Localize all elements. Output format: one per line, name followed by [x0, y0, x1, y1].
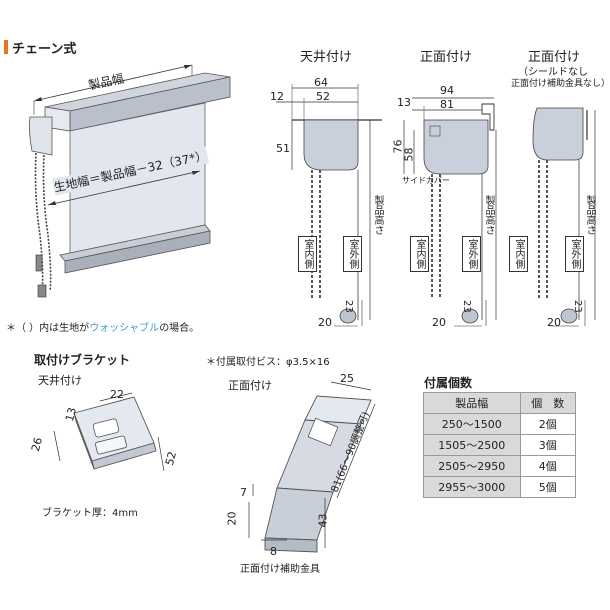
- noshield-sub1: （シールドなし: [518, 67, 588, 78]
- bracket-f-dim-7: 7: [240, 486, 247, 499]
- ceiling-dim-64: 64: [314, 76, 328, 89]
- ceiling-mount-diagram: [276, 84, 382, 327]
- table-cell-width: 2505～2950: [423, 455, 521, 477]
- front-indoor-label: 室内側: [410, 236, 429, 272]
- table-row: 250～1500 2個: [423, 413, 576, 435]
- front-mount-title: 正面付け: [420, 50, 473, 65]
- washable-note-suffix: の場合。: [159, 323, 200, 334]
- noshield-title: 正面付け: [528, 50, 581, 65]
- aux-bracket-label: 正面付け補助金具: [240, 564, 320, 575]
- noshield-indoor-label: 室内側: [509, 236, 528, 272]
- header-count: 個 数: [519, 392, 576, 414]
- noshield-sub2: 正面付け補助金具なし）: [511, 79, 610, 89]
- table-row: 2955～3000 5個: [423, 476, 576, 498]
- table-cell-count: 3個: [519, 434, 576, 456]
- ceiling-height-label: 製品高さ: [372, 195, 383, 235]
- table-cell-width: 1505～2500: [423, 434, 521, 456]
- front-dim-81: 81: [440, 98, 454, 111]
- table-cell-count: 2個: [519, 413, 576, 435]
- section-title-chain: チェーン式: [12, 42, 77, 57]
- washable-note-prefix: ＊（ ）内は生地が: [6, 323, 90, 334]
- count-table-title: 付属個数: [424, 376, 473, 390]
- front-dim-94: 94: [440, 84, 454, 97]
- header-product-width: 製品幅: [423, 392, 521, 414]
- bracket-f-dim-20: 20: [225, 511, 239, 526]
- front-bracket-drawing: [248, 381, 376, 553]
- ceiling-dim-52: 52: [316, 90, 330, 103]
- noshield-outdoor-label: 室外側: [565, 236, 584, 272]
- noshield-dim-20: 20: [547, 316, 561, 329]
- bracket-thickness: ブラケット厚：4mm: [42, 508, 138, 519]
- ceiling-bracket-drawing: [53, 392, 165, 472]
- bracket-c-dim-22: 22: [110, 388, 124, 401]
- noshield-height-label: 製品高さ: [584, 195, 595, 235]
- washable-note-highlight: ウォッシャブル: [89, 323, 160, 334]
- ceiling-dim-23: 23: [343, 300, 354, 313]
- front-height-label: 製品高さ: [483, 195, 494, 235]
- front-dim-58: 58: [402, 147, 416, 162]
- front-dim-20: 20: [432, 316, 446, 329]
- screw-note: ＊付属取付ビス：φ3.5×16: [206, 357, 330, 368]
- table-row: 2505～2950 4個: [423, 455, 576, 477]
- front-outdoor-label: 室外側: [462, 236, 481, 272]
- bracket-f-dim-8: 8: [270, 545, 277, 558]
- roller-blind-illustration: [28, 64, 231, 298]
- ceiling-indoor-label: 室内側: [298, 236, 317, 272]
- bracket-front-label: 正面付け: [228, 379, 272, 392]
- bracket-title: 取付けブラケット: [34, 353, 131, 367]
- count-table-header: 製品幅 個 数: [423, 392, 576, 414]
- section-marker: [4, 40, 8, 54]
- table-row: 1505～2500 3個: [423, 434, 576, 456]
- washable-note: ＊（ ）内は生地がウォッシャブルの場合。: [6, 319, 199, 334]
- count-table: 製品幅 個 数 250～1500 2個 1505～2500 3個 2505～29…: [423, 392, 576, 498]
- side-cover-label: サイドカバー: [402, 176, 450, 185]
- ceiling-dim-20: 20: [318, 316, 332, 329]
- front-dim-23: 23: [461, 300, 472, 313]
- table-cell-count: 4個: [519, 455, 576, 477]
- front-mount-diagram: [403, 97, 497, 327]
- ceiling-mount-title: 天井付け: [300, 50, 353, 65]
- ceiling-dim-51: 51: [276, 142, 290, 155]
- noshield-dim-23: 23: [572, 300, 583, 313]
- table-cell-width: 2955～3000: [423, 476, 521, 498]
- table-cell-count: 5個: [519, 476, 576, 498]
- ceiling-dim-12: 12: [270, 90, 284, 103]
- noshield-diagram: [532, 107, 596, 327]
- bracket-ceiling-label: 天井付け: [38, 374, 82, 387]
- ceiling-outdoor-label: 室外側: [343, 236, 362, 272]
- table-cell-width: 250～1500: [423, 413, 521, 435]
- bracket-f-dim-43: 43: [316, 513, 330, 528]
- front-dim-13: 13: [397, 96, 411, 109]
- bracket-f-dim-25: 25: [340, 372, 354, 385]
